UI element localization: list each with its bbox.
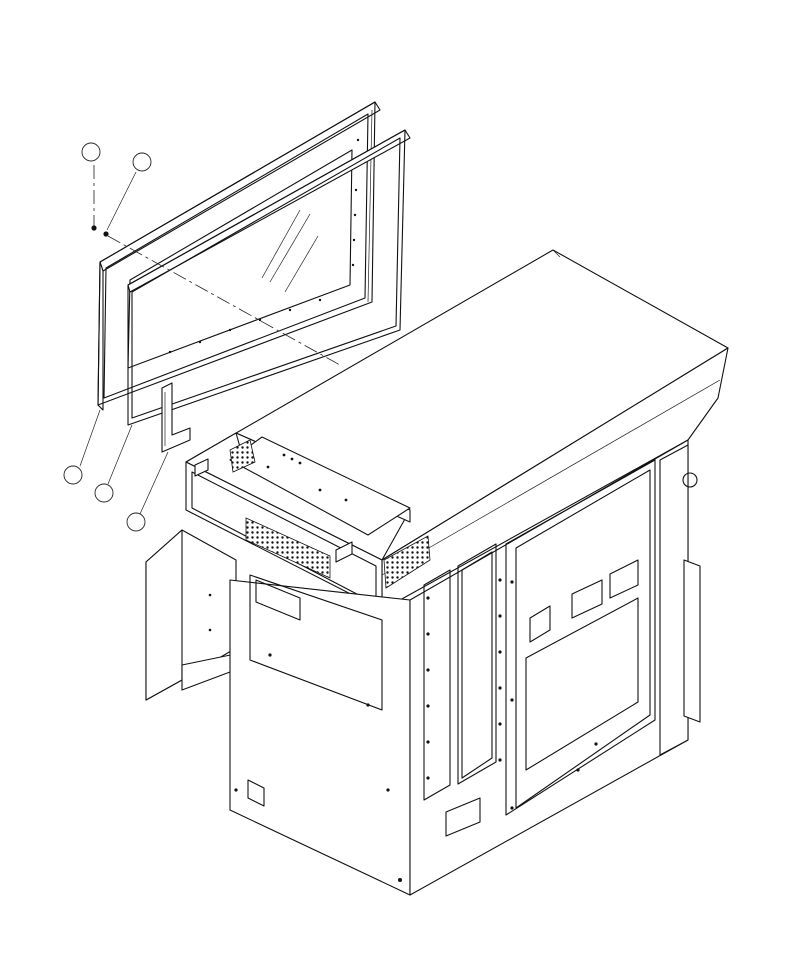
callout-balloon [81,142,101,162]
l-bracket [161,382,191,453]
callout-balloon [132,152,152,172]
console-box [185,432,431,611]
callout-balloon [63,465,83,485]
window-frame [97,101,381,411]
callout-balloons [63,142,152,532]
callout-balloon [94,483,114,503]
window-glass [127,129,411,426]
cab-body [229,439,701,896]
callout-balloon [126,512,146,532]
fasteners [91,225,109,237]
leader-lines [79,165,341,515]
left-side-panel [145,529,246,701]
